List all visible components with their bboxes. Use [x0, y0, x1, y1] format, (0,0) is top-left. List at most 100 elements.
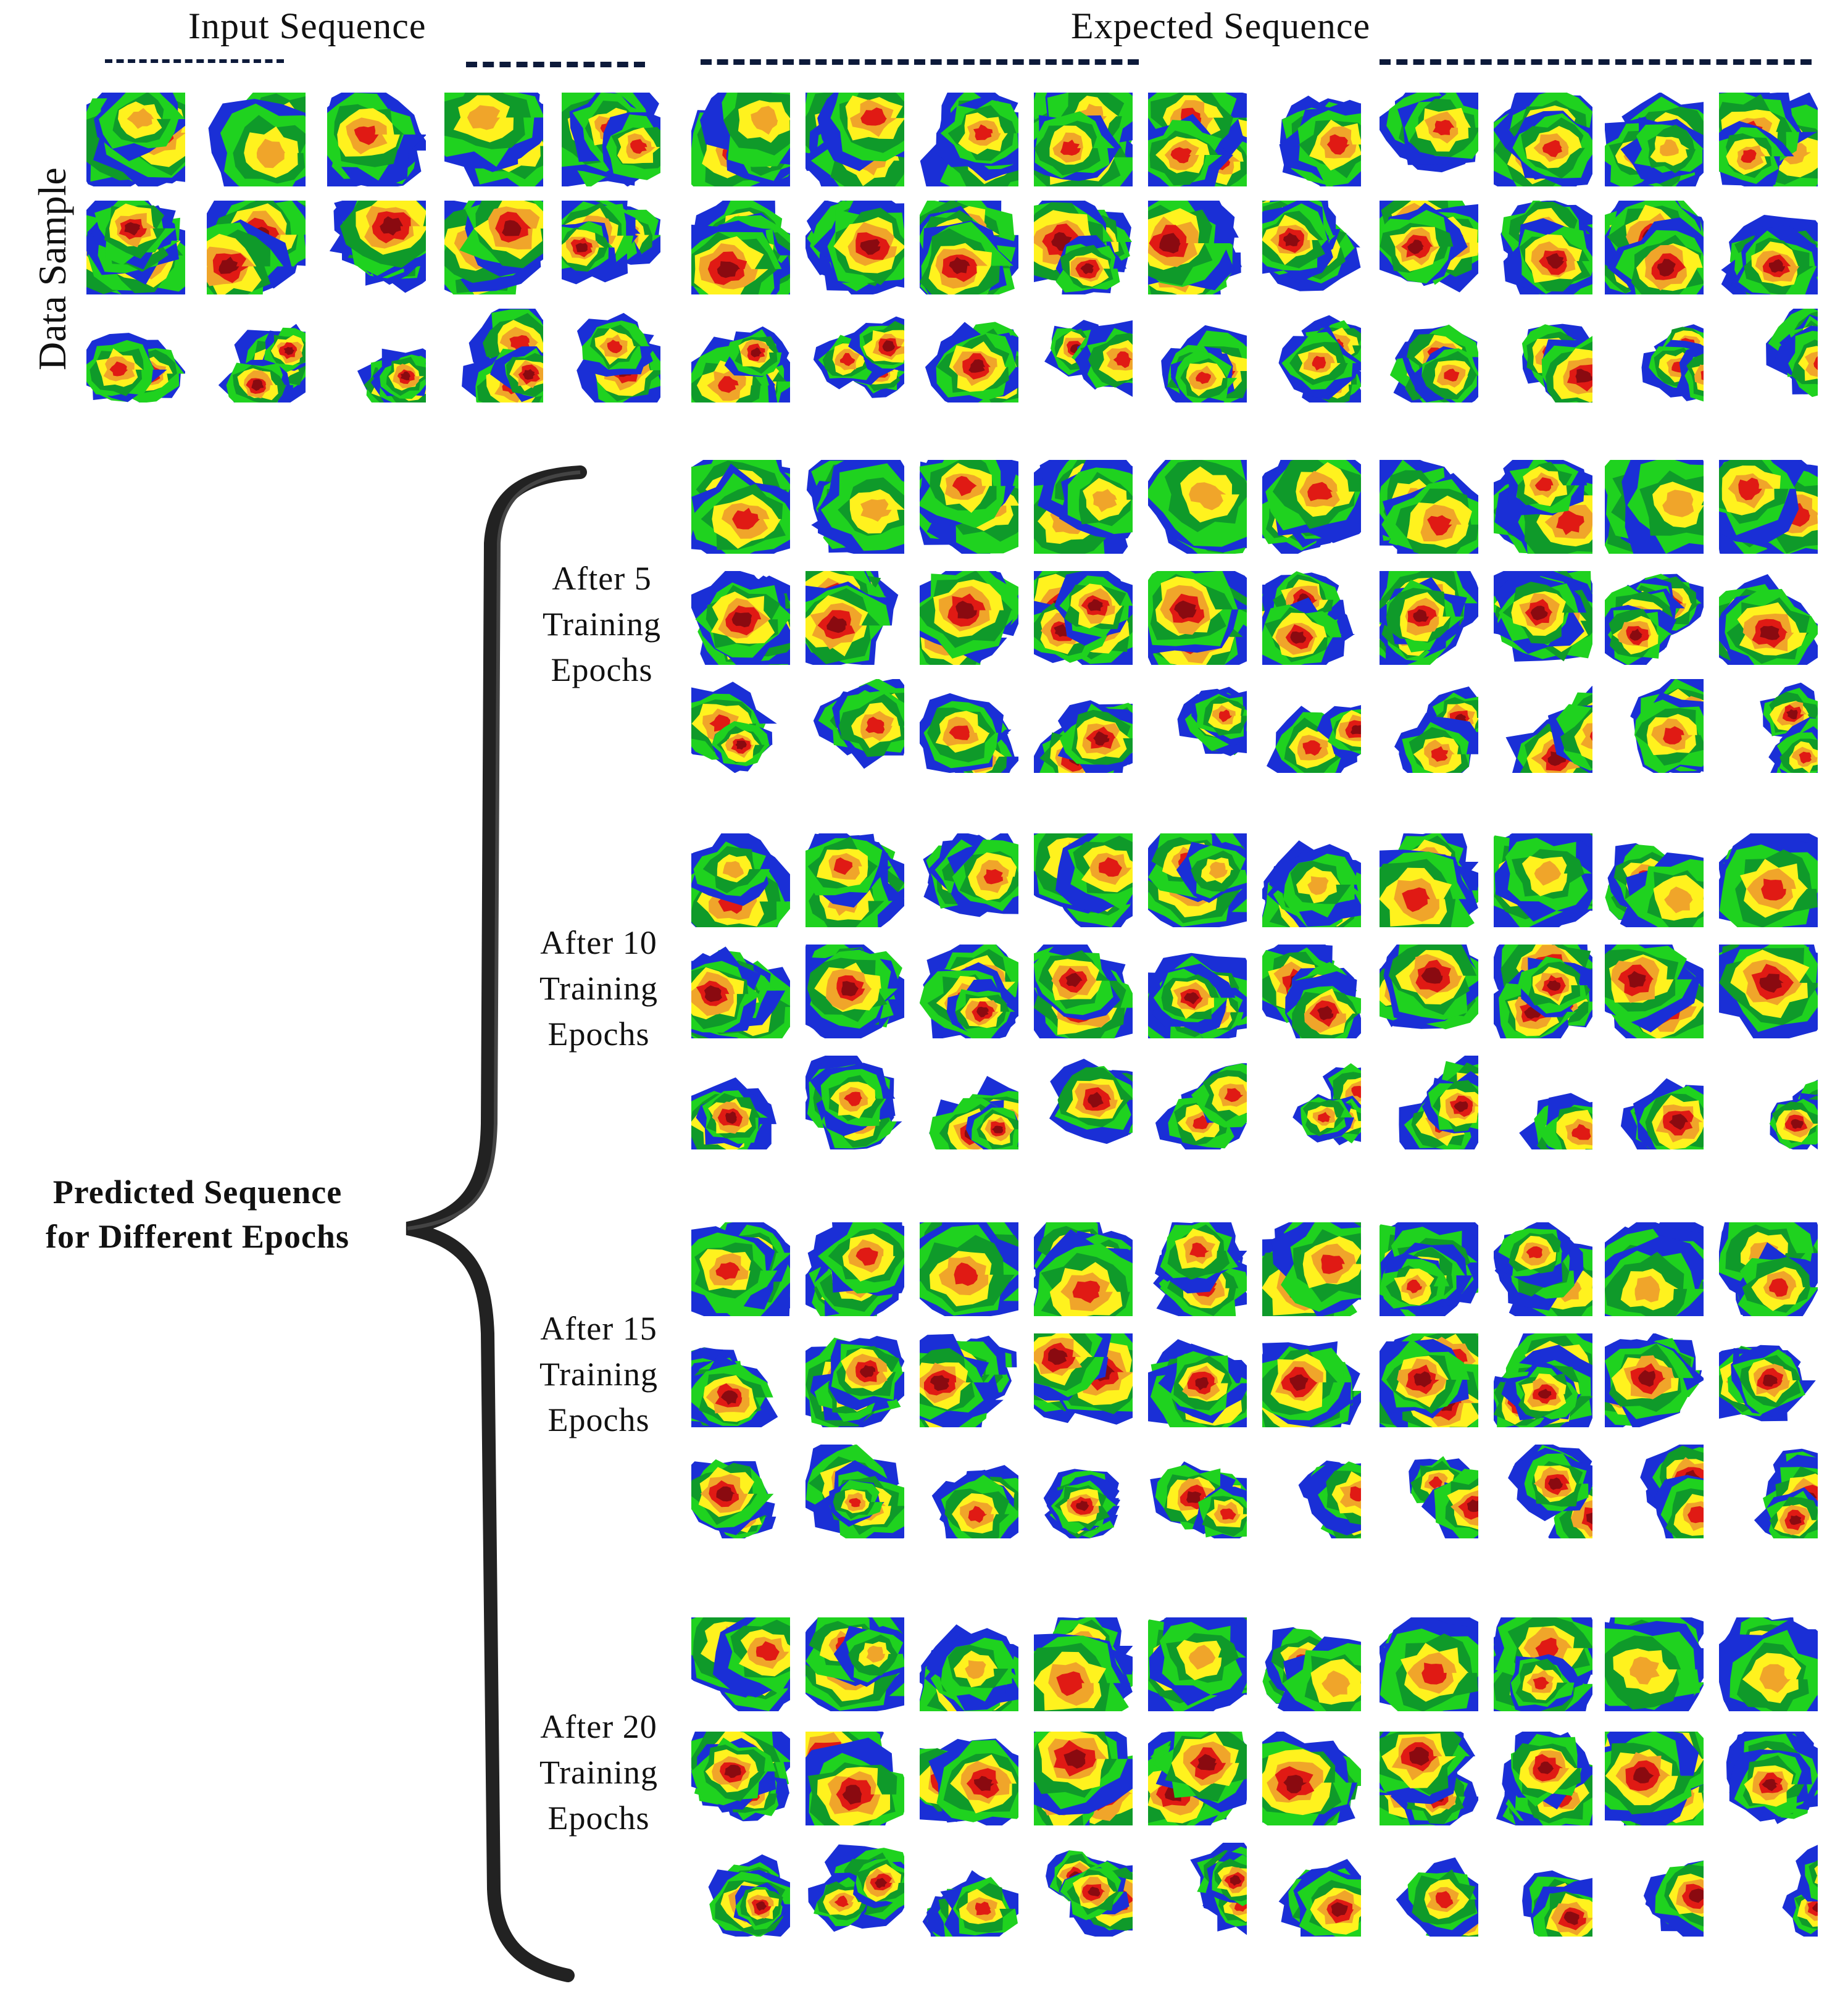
expected-frame	[1380, 93, 1478, 186]
predicted-frame	[1605, 1617, 1704, 1711]
expected-frame	[920, 201, 1018, 294]
predicted-frame	[1380, 1445, 1478, 1538]
predicted-frame	[1034, 460, 1133, 554]
predicted-frame	[805, 1445, 904, 1538]
predicted-frame	[1719, 460, 1818, 554]
predicted-frame	[691, 460, 790, 554]
predicted-frame	[1148, 571, 1247, 665]
epoch-label-line2: Training	[539, 970, 659, 1007]
input-frame	[327, 201, 426, 294]
expected-frame	[1494, 201, 1592, 294]
predicted-frame	[1719, 1445, 1818, 1538]
expected-frame	[691, 201, 790, 294]
predicted-frame	[1719, 945, 1818, 1038]
predicted-frame	[1380, 1222, 1478, 1316]
predicted-frame	[1034, 1843, 1133, 1937]
predicted-frame	[1494, 945, 1592, 1038]
epoch-label-line1: After 20	[540, 1708, 657, 1745]
predicted-frame	[920, 1732, 1018, 1825]
predicted-frame	[805, 571, 904, 665]
predicted-frame	[1262, 945, 1361, 1038]
predicted-frame	[691, 571, 790, 665]
expected-frame	[920, 309, 1018, 402]
predicted-frame	[691, 1056, 790, 1149]
predicted-frame	[805, 1056, 904, 1149]
predicted-frame	[1034, 1222, 1133, 1316]
input-sequence-header: Input Sequence	[188, 6, 427, 46]
predicted-frame	[691, 1222, 790, 1316]
expected-frame	[1148, 201, 1247, 294]
predicted-frame	[1148, 1617, 1247, 1711]
predicted-frame	[920, 679, 1018, 773]
expected-frame	[1719, 309, 1818, 402]
predicted-frame	[1380, 1843, 1478, 1937]
input-frame	[327, 309, 426, 402]
input-frame	[562, 309, 660, 402]
predicted-frame	[1262, 571, 1361, 665]
predicted-frame	[1494, 1732, 1592, 1825]
predicted-frame	[920, 1222, 1018, 1316]
predicted-frame	[805, 1732, 904, 1825]
epoch-label-5: After 5 Training Epochs	[512, 556, 691, 693]
expected-frame	[1605, 201, 1704, 294]
predicted-frame	[1605, 679, 1704, 773]
predicted-frame	[691, 1732, 790, 1825]
predicted-frame	[805, 1617, 904, 1711]
predicted-frame	[1380, 679, 1478, 773]
predicted-frame	[920, 1445, 1018, 1538]
predicted-frame	[1605, 1732, 1704, 1825]
input-dash-left	[105, 59, 284, 63]
epoch-label-line1: After 5	[552, 560, 652, 597]
predicted-frame	[1494, 571, 1592, 665]
predicted-frame	[920, 460, 1018, 554]
predicted-frame	[1034, 1056, 1133, 1149]
predicted-frame	[1380, 945, 1478, 1038]
predicted-frame	[1034, 679, 1133, 773]
predicted-frame	[920, 833, 1018, 927]
epoch-label-line3: Epochs	[547, 1401, 650, 1438]
predicted-frame	[691, 1843, 790, 1937]
predicted-frame	[1494, 1843, 1592, 1937]
predicted-frame	[920, 945, 1018, 1038]
expected-frame	[1262, 309, 1361, 402]
predicted-frame	[1148, 945, 1247, 1038]
predicted-frame	[1494, 1222, 1592, 1316]
expected-frame	[1034, 93, 1133, 186]
input-frame	[562, 201, 660, 294]
predicted-frame	[805, 460, 904, 554]
predicted-frame	[1605, 1445, 1704, 1538]
predicted-frame	[1262, 1843, 1361, 1937]
predicted-frame	[1605, 571, 1704, 665]
predicted-frame	[1148, 833, 1247, 927]
predicted-frame	[1034, 571, 1133, 665]
predicted-frame	[1605, 460, 1704, 554]
predicted-frame	[1148, 1222, 1247, 1316]
expected-frame	[1034, 201, 1133, 294]
epoch-label-line2: Training	[539, 1356, 659, 1393]
input-frame	[86, 309, 185, 402]
predicted-frame	[691, 1333, 790, 1427]
input-frame	[207, 93, 306, 186]
input-frame	[86, 201, 185, 294]
predicted-frame	[805, 1333, 904, 1427]
predicted-frame	[1380, 833, 1478, 927]
predicted-frame	[805, 1222, 904, 1316]
predicted-frame	[1719, 1056, 1818, 1149]
predicted-frame	[1380, 1617, 1478, 1711]
expected-frame	[1605, 309, 1704, 402]
expected-frame	[805, 309, 904, 402]
epoch-label-line3: Epochs	[547, 1016, 650, 1053]
predicted-frame	[1605, 1843, 1704, 1937]
predicted-frame	[1380, 1056, 1478, 1149]
predicted-frame	[1719, 833, 1818, 927]
predicted-frame	[1494, 1056, 1592, 1149]
input-dash-right	[466, 62, 645, 67]
predicted-frame	[1719, 571, 1818, 665]
predicted-frame	[1148, 1445, 1247, 1538]
epoch-label-line2: Training	[539, 1754, 659, 1791]
predicted-frame	[1719, 1732, 1818, 1825]
epoch-label-20: After 20 Training Epochs	[509, 1704, 688, 1841]
predicted-frame	[1148, 1732, 1247, 1825]
